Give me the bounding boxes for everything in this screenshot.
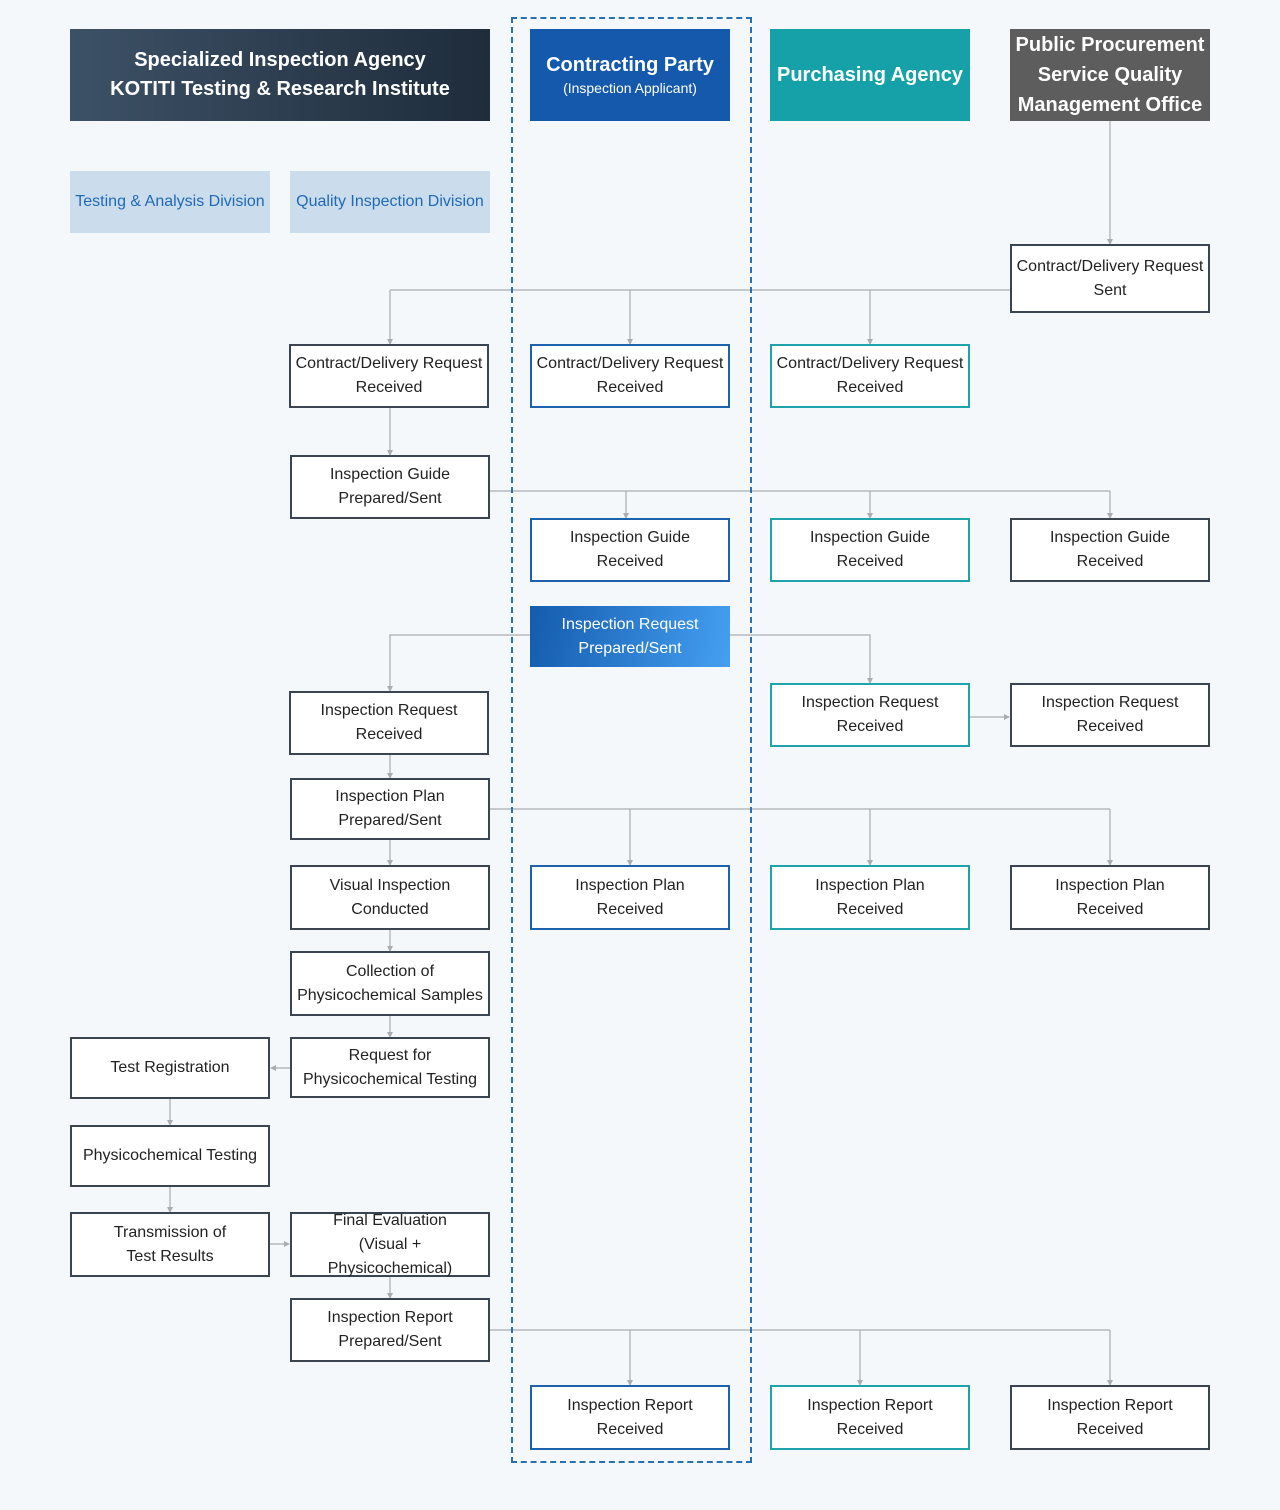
qi-request-received-node: Inspection Request Received: [289, 691, 489, 755]
pps-header: Public Procurement Service Quality Manag…: [1010, 29, 1210, 121]
agency-header-title: Specialized Inspection Agency KOTITI Tes…: [110, 49, 450, 100]
qi-final-evaluation-node: Final Evaluation (Visual + Physicochemic…: [290, 1212, 490, 1277]
cp-request-sent-node: Inspection Request Prepared/Sent: [530, 606, 730, 667]
pps-title: Public Procurement Service Quality Manag…: [1015, 34, 1205, 116]
connector-request-bus-left: [387, 634, 530, 692]
connector-request-bus-right: [730, 634, 873, 684]
pps-plan-received-node: Inspection Plan Received: [1010, 865, 1210, 930]
contracting-party-lane: [511, 17, 752, 1463]
qi-test-request-node: Request for Physicochemical Testing: [290, 1037, 490, 1098]
qi-plan-sent-node: Inspection Plan Prepared/Sent: [290, 778, 490, 840]
pa-contract-received-node: Contract/Delivery Request Received: [770, 344, 970, 408]
contracting-party-header: Contracting Party (Inspection Applicant): [530, 29, 730, 121]
pps-report-received-node: Inspection Report Received: [1010, 1385, 1210, 1450]
pa-report-received-node: Inspection Report Received: [770, 1385, 970, 1450]
pa-plan-received-node: Inspection Plan Received: [770, 865, 970, 930]
pa-guide-received-node: Inspection Guide Received: [770, 518, 970, 582]
testing-analysis-division-tag: Testing & Analysis Division: [70, 171, 270, 233]
ta-physicochemical-testing-node: Physicochemical Testing: [70, 1125, 270, 1187]
purchasing-agency-title: Purchasing Agency: [777, 63, 963, 86]
qi-guide-sent-node: Inspection Guide Prepared/Sent: [290, 455, 490, 519]
cp-contract-received-node: Contract/Delivery Request Received: [530, 344, 730, 408]
pps-request-received-node: Inspection Request Received: [1010, 683, 1210, 747]
qi-contract-received-node: Contract/Delivery Request Received: [289, 344, 489, 408]
ta-test-registration-node: Test Registration: [70, 1037, 270, 1099]
agency-header: Specialized Inspection Agency KOTITI Tes…: [70, 29, 490, 121]
cp-guide-received-node: Inspection Guide Received: [530, 518, 730, 582]
ta-result-transmission-node: Transmission of Test Results: [70, 1212, 270, 1277]
pa-request-received-node: Inspection Request Received: [770, 683, 970, 747]
cp-report-received-node: Inspection Report Received: [530, 1385, 730, 1450]
qi-visual-inspection-node: Visual Inspection Conducted: [290, 865, 490, 930]
contracting-party-subtitle: (Inspection Applicant): [563, 80, 697, 96]
cp-plan-received-node: Inspection Plan Received: [530, 865, 730, 930]
pps-contract-sent-node: Contract/Delivery Request Sent: [1010, 244, 1210, 313]
purchasing-agency-header: Purchasing Agency: [770, 29, 970, 121]
pps-guide-received-node: Inspection Guide Received: [1010, 518, 1210, 582]
quality-inspection-division-tag: Quality Inspection Division: [290, 171, 490, 233]
qi-report-sent-node: Inspection Report Prepared/Sent: [290, 1298, 490, 1362]
contracting-party-title: Contracting Party: [546, 54, 714, 76]
qi-sample-collection-node: Collection of Physicochemical Samples: [290, 951, 490, 1016]
